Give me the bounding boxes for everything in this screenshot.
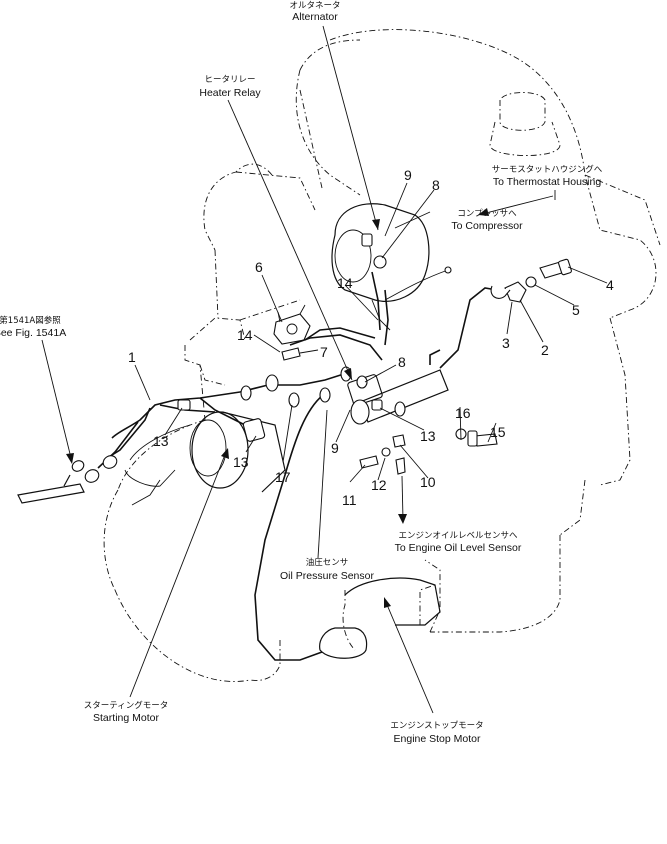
callout-5: 5 — [572, 302, 580, 318]
svg-text:To Compressor: To Compressor — [451, 220, 523, 232]
label-heater-relay: ヒータリレー Heater Relay — [199, 75, 261, 99]
svg-text:コンプレッサへ: コンプレッサへ — [457, 209, 517, 219]
engine-outline — [103, 29, 661, 682]
callout-15: 15 — [490, 424, 506, 440]
svg-text:第1541A図参照: 第1541A図参照 — [0, 315, 61, 326]
svg-text:オルタネータ: オルタネータ — [289, 1, 340, 11]
callout-16: 16 — [455, 405, 471, 421]
leader-lines — [41, 25, 608, 714]
label-alternator: オルタネータ Alternator — [289, 1, 340, 23]
callout-10: 10 — [420, 474, 436, 490]
callout-7: 7 — [320, 344, 328, 360]
label-stop-motor: エンジンストップモータ Engine Stop Motor — [390, 721, 483, 745]
svg-text:See Fig. 1541A: See Fig. 1541A — [0, 327, 66, 339]
callout-numbers: 1 2 3 4 5 6 7 8 8 9 9 10 11 12 13 13 13 … — [128, 167, 614, 508]
label-oil-level: エンジンオイルレベルセンサへ To Engine Oil Level Senso… — [395, 531, 522, 554]
callout-8b: 8 — [398, 354, 406, 370]
label-starting-motor: スターティングモータ Starting Motor — [84, 700, 169, 724]
callout-12: 12 — [371, 477, 387, 493]
engine-stop-motor-body — [319, 577, 441, 659]
svg-text:油圧センサ: 油圧センサ — [306, 557, 349, 568]
svg-text:スターティングモータ: スターティングモータ — [84, 700, 169, 711]
callout-13a: 13 — [153, 433, 169, 449]
callout-13c: 13 — [420, 428, 436, 444]
label-see-fig: 第1541A図参照 See Fig. 1541A — [0, 315, 66, 339]
callout-6: 6 — [255, 259, 263, 275]
svg-text:To Thermostat Housing: To Thermostat Housing — [493, 176, 602, 188]
callout-8a: 8 — [432, 177, 440, 193]
callout-13b: 13 — [233, 454, 249, 470]
svg-text:Oil Pressure Sensor: Oil Pressure Sensor — [280, 570, 374, 582]
callout-14b: 14 — [237, 327, 253, 343]
label-oil-pressure: 油圧センサ Oil Pressure Sensor — [280, 557, 374, 582]
svg-text:Engine Stop Motor: Engine Stop Motor — [394, 733, 481, 745]
svg-text:Heater Relay: Heater Relay — [199, 87, 261, 99]
callout-14a: 14 — [337, 275, 353, 291]
svg-text:Alternator: Alternator — [292, 11, 338, 23]
relay-part-6 — [273, 304, 311, 345]
callout-1: 1 — [128, 349, 136, 365]
label-compressor: コンプレッサへ To Compressor — [451, 209, 523, 232]
svg-text:To Engine Oil Level Sensor: To Engine Oil Level Sensor — [395, 542, 522, 554]
callout-11: 11 — [342, 492, 357, 508]
connector-plugs — [17, 455, 118, 504]
svg-text:Starting Motor: Starting Motor — [93, 712, 159, 724]
svg-text:サーモスタットハウジングへ: サーモスタットハウジングへ — [492, 164, 603, 175]
harness-clamps — [177, 399, 383, 442]
callout-3: 3 — [502, 335, 510, 351]
svg-text:エンジンストップモータ: エンジンストップモータ — [390, 721, 483, 731]
svg-text:エンジンオイルレベルセンサへ: エンジンオイルレベルセンサへ — [398, 531, 518, 541]
callout-9a: 9 — [404, 167, 412, 183]
callout-2: 2 — [541, 342, 549, 358]
fasteners — [281, 233, 572, 475]
wiring-harness — [97, 269, 498, 661]
svg-text:ヒータリレー: ヒータリレー — [204, 75, 255, 85]
label-thermostat: サーモスタットハウジングへ To Thermostat Housing — [492, 164, 603, 188]
callout-17: 17 — [275, 469, 291, 485]
callout-4: 4 — [606, 277, 614, 293]
callout-9b: 9 — [331, 440, 339, 456]
